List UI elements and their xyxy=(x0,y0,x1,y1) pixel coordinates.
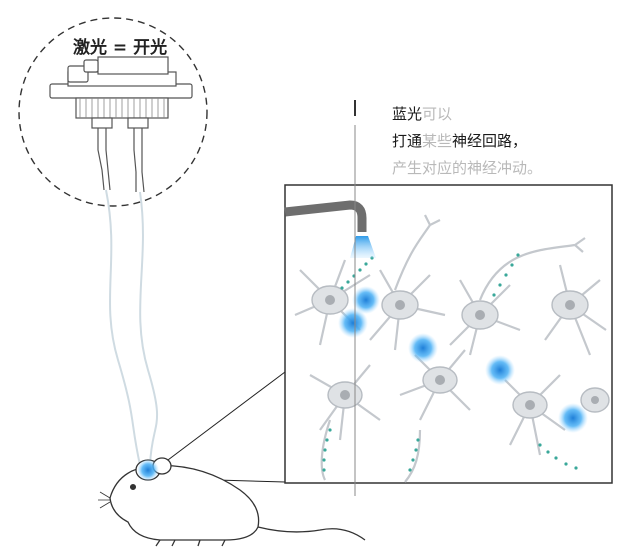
laser-label: 激光 = 开光 xyxy=(73,38,168,58)
device-magnifier-circle xyxy=(18,17,208,207)
neuron-network xyxy=(294,214,610,483)
caption: 蓝光可以 打通某些神经回路， 产生对应的神经冲动。 xyxy=(392,101,542,182)
zoom-line xyxy=(147,371,286,476)
activated-neurons xyxy=(338,286,588,433)
optical-device-icon xyxy=(49,56,193,193)
caption-line-2: 打通某些神经回路， xyxy=(392,128,542,155)
mouse-implant-glow xyxy=(137,459,159,481)
light-beam xyxy=(350,236,376,258)
caption-text: 产生对应的神经冲动。 xyxy=(392,159,543,177)
caption-text: 某些 xyxy=(422,132,453,150)
optical-fiber xyxy=(105,189,141,466)
caption-text: 神经回路 xyxy=(452,132,513,150)
caption-text: 可以 xyxy=(422,105,453,123)
neuron-panel xyxy=(284,184,613,484)
optical-fiber xyxy=(139,191,159,466)
caption-text: ， xyxy=(512,132,528,150)
caption-line-3: 产生对应的神经冲动。 xyxy=(392,155,542,182)
caption-line-1: 蓝光可以 xyxy=(392,101,542,128)
caption-text: 打通 xyxy=(392,132,423,150)
signal-dots xyxy=(322,253,578,472)
light-pipe-icon xyxy=(284,200,367,232)
caption-text: 蓝光 xyxy=(392,105,423,123)
